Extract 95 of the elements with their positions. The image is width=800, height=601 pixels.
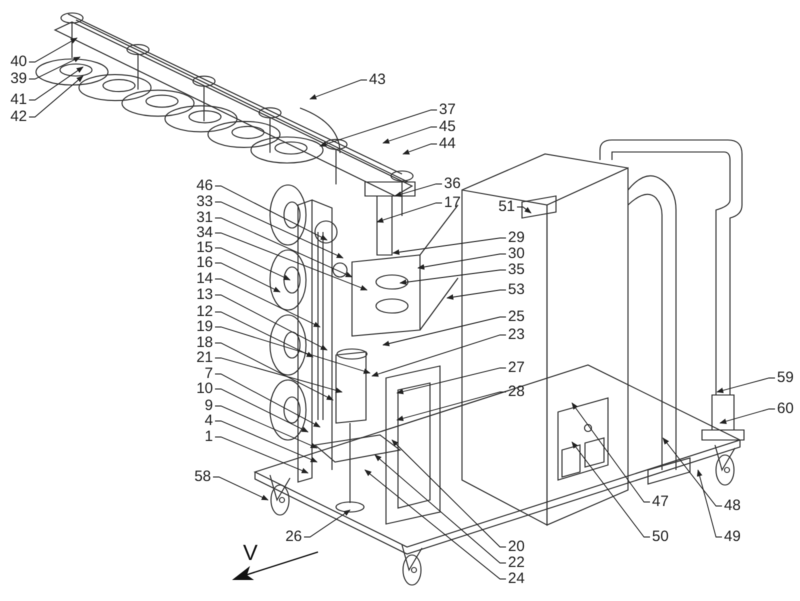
callout-number: 45 [438, 119, 457, 135]
callout-number: 37 [438, 102, 457, 118]
leader-line [214, 232, 368, 290]
callout-number: 29 [507, 230, 526, 246]
callout-number: 39 [9, 71, 28, 87]
leader-line [319, 110, 438, 147]
leader-line [214, 294, 328, 350]
callout-number: 4 [204, 413, 214, 429]
callout-number: 59 [776, 370, 795, 386]
leader-line [28, 38, 78, 62]
leader-line [399, 270, 506, 285]
callout-number: 49 [723, 529, 742, 545]
leader-line [309, 80, 368, 100]
callout-number: 58 [193, 469, 212, 485]
leader-line [417, 254, 506, 270]
callout-number: 31 [195, 210, 214, 226]
callout-number: 53 [507, 282, 526, 298]
leader-line [376, 202, 442, 223]
callout-number: 22 [507, 555, 526, 571]
callout-number: 25 [507, 309, 526, 325]
leader-line [402, 144, 438, 155]
leader-line [214, 436, 309, 474]
leader-line [214, 358, 343, 393]
callout-number: 15 [195, 240, 214, 256]
leader-line [212, 476, 269, 500]
leader-line [396, 368, 506, 394]
callout-number: 27 [507, 360, 526, 376]
leader-line [572, 441, 650, 538]
leader-line [446, 290, 506, 300]
leader-line [716, 378, 776, 394]
callout-number: 21 [195, 350, 214, 366]
callout-number: 9 [204, 398, 214, 414]
callout-number: 33 [195, 194, 214, 210]
callout-number: 40 [9, 54, 28, 70]
callout-number: 42 [9, 109, 28, 125]
callout-number: 7 [204, 366, 214, 382]
leader-line [382, 126, 438, 144]
leader-line [214, 326, 371, 374]
leader-line [214, 312, 314, 358]
leader-line [304, 510, 351, 538]
leader-line [214, 218, 353, 278]
leader-line [572, 402, 650, 502]
callout-number: 10 [195, 381, 214, 397]
leader-line [396, 392, 506, 422]
callout-number: 36 [443, 176, 462, 192]
callout-number: 23 [507, 327, 526, 343]
leader-line [374, 454, 506, 564]
leader-line [392, 238, 506, 255]
callout-number: 18 [195, 335, 214, 351]
leader-line [516, 206, 532, 214]
leader-line [28, 76, 84, 118]
leader-line [214, 278, 321, 328]
leader-line [394, 184, 442, 197]
leader-line [371, 334, 506, 377]
leader-line [214, 186, 328, 240]
callout-number: 30 [507, 246, 526, 262]
callout-number: 50 [651, 529, 670, 545]
leader-line [28, 56, 81, 80]
direction-label: V [243, 540, 258, 566]
leader-line [392, 440, 506, 548]
callout-number: 17 [443, 195, 462, 211]
leader-line [28, 66, 84, 100]
leader-line [382, 316, 506, 346]
leader-line [719, 408, 776, 424]
callout-number: 47 [651, 494, 670, 510]
callout-number: 12 [195, 304, 214, 320]
callout-number: 41 [9, 92, 28, 108]
leader-line [214, 406, 318, 448]
callout-number: 20 [507, 539, 526, 555]
callout-number: 43 [368, 72, 387, 88]
leader-line [696, 469, 722, 538]
leader-line [214, 202, 344, 258]
leader-line [662, 437, 722, 506]
callout-number: 28 [507, 384, 526, 400]
leader-line [214, 248, 291, 280]
callout-number: 16 [195, 255, 214, 271]
callout-number: 46 [195, 178, 214, 194]
callout-number: 1 [204, 429, 214, 445]
leader-line [214, 374, 321, 428]
callout-number: 51 [497, 199, 516, 215]
leader-line [214, 262, 281, 292]
leader-line [214, 342, 334, 400]
callout-number: 60 [776, 401, 795, 417]
callout-number: 19 [195, 319, 214, 335]
leader-line [214, 388, 309, 432]
callout-number: 48 [723, 498, 742, 514]
callout-number: 26 [284, 529, 303, 545]
callout-number: 14 [195, 271, 214, 287]
leader-line [214, 420, 318, 462]
callout-number: 24 [507, 571, 526, 587]
callout-number: 34 [195, 225, 214, 241]
leader-line [364, 470, 506, 580]
callout-number: 13 [195, 287, 214, 303]
callout-number: 44 [438, 136, 457, 152]
callout-number: 35 [507, 262, 526, 278]
